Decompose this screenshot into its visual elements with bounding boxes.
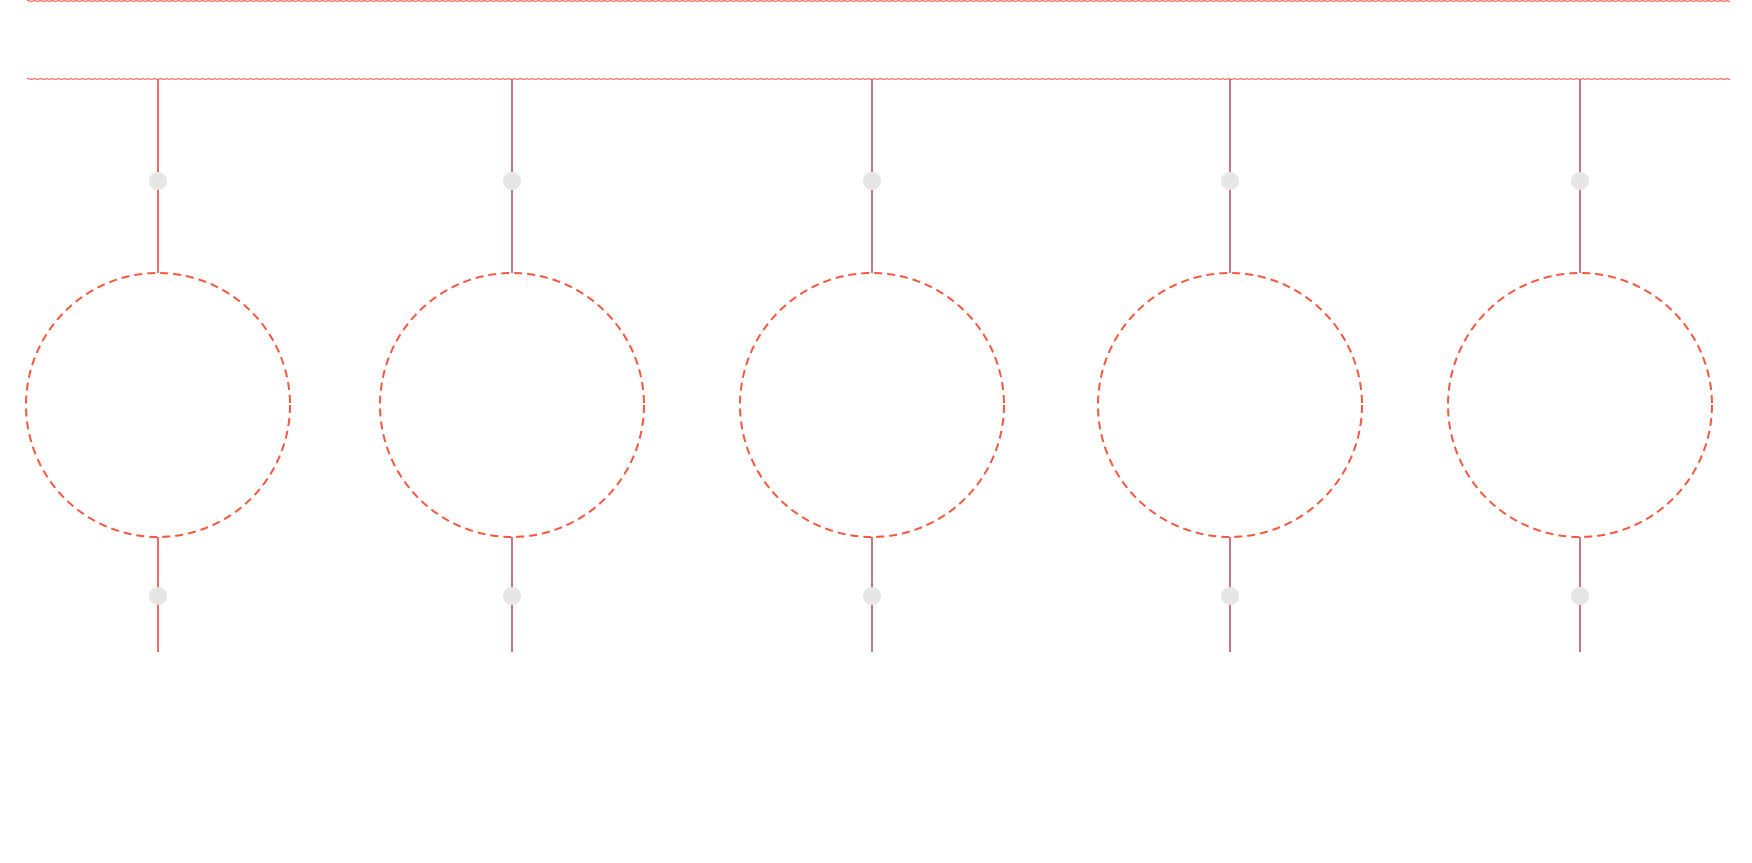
node-3-ring xyxy=(739,272,1005,538)
node-5-ring xyxy=(1447,272,1713,538)
node-2-lower-dot xyxy=(503,587,521,605)
node-4-lower-dot xyxy=(1221,587,1239,605)
node-1-ring xyxy=(25,272,291,538)
node-1-upper-dot xyxy=(149,172,167,190)
node-2-ring xyxy=(379,272,645,538)
node-2-upper-dot xyxy=(503,172,521,190)
node-3-upper-dot xyxy=(863,172,881,190)
main-rail xyxy=(26,78,1731,80)
node-5-upper-dot xyxy=(1571,172,1589,190)
node-1-lower-dot xyxy=(149,587,167,605)
node-3-lower-dot xyxy=(863,587,881,605)
top-border-rail xyxy=(26,0,1731,2)
node-5-lower-dot xyxy=(1571,587,1589,605)
node-4-upper-dot xyxy=(1221,172,1239,190)
node-4-ring xyxy=(1097,272,1363,538)
